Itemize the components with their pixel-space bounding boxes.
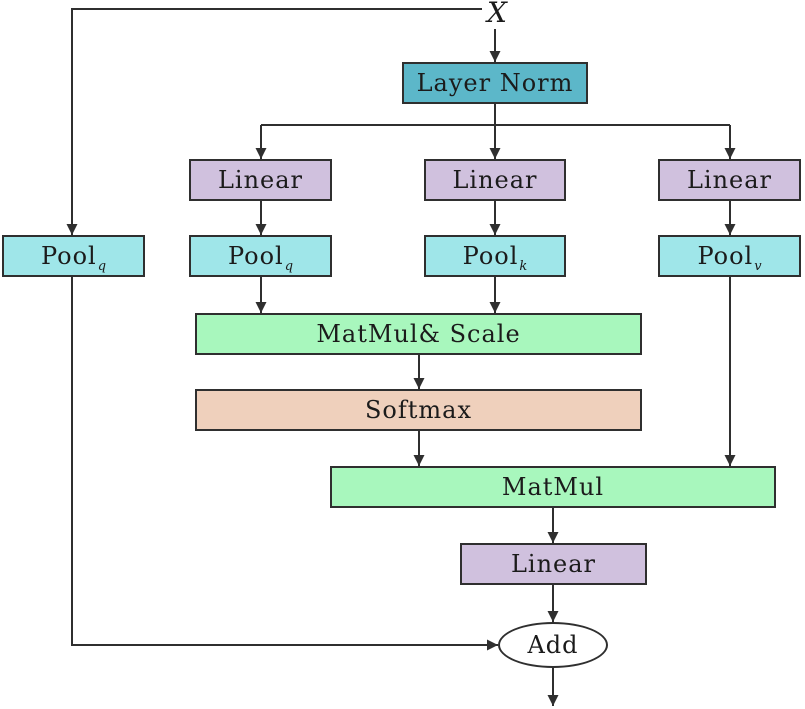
pool-v-subscript: v <box>754 258 762 274</box>
pool-k-label: Pool <box>462 242 519 270</box>
pool-q-subscript: q <box>284 258 294 274</box>
input-x-label: X <box>482 0 512 29</box>
pool-q-label: Pool <box>227 242 284 270</box>
matmul-scale-label: MatMul& Scale <box>316 320 521 348</box>
add-label: Add <box>527 631 579 659</box>
matmul-scale-block: MatMul& Scale <box>195 313 642 355</box>
matmul-label: MatMul <box>501 473 605 501</box>
softmax-block: Softmax <box>195 389 642 431</box>
matmul-block: MatMul <box>330 466 776 508</box>
linear-k-block: Linear <box>424 159 566 201</box>
layer-norm-label: Layer Norm <box>416 69 574 97</box>
softmax-label: Softmax <box>364 396 473 424</box>
linear-q-block: Linear <box>189 159 332 201</box>
skip-connection-top <box>66 8 482 235</box>
layer-norm-block: Layer Norm <box>402 62 588 104</box>
add-node: Add <box>498 622 608 668</box>
skip-connection-bottom <box>71 277 498 651</box>
pool-skip-subscript: q <box>97 258 107 274</box>
pool-skip-label: Pool <box>40 242 97 270</box>
linear-out-block: Linear <box>460 543 647 585</box>
pool-k-subscript: k <box>519 258 528 274</box>
pool-v-label: Pool <box>697 242 754 270</box>
linear-q-label: Linear <box>217 166 304 194</box>
linear-k-label: Linear <box>452 166 538 194</box>
linear-out-label: Linear <box>510 550 597 578</box>
linear-v-label: Linear <box>686 166 773 194</box>
linear-v-block: Linear <box>658 159 801 201</box>
